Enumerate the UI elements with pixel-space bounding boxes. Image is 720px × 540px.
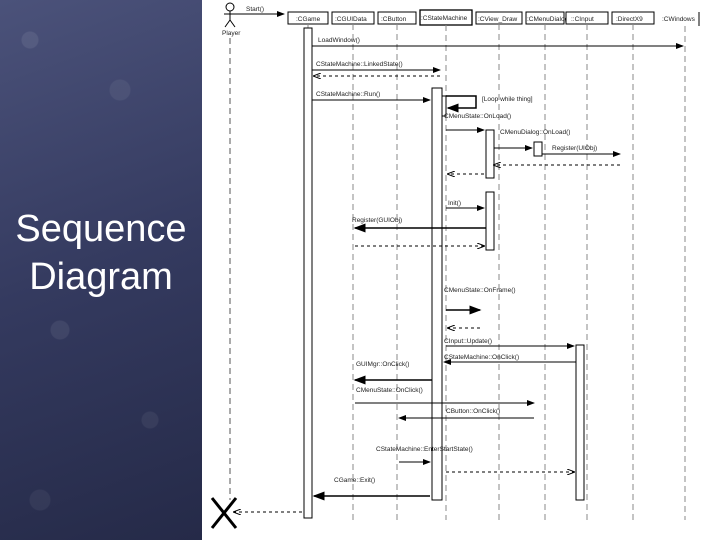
object-boxes: :CGame :CGUIData :CButton :CStateMachine… <box>287 9 700 26</box>
message-cgame-exit-label: CGame::Exit() <box>334 477 375 484</box>
message-onload-label: CMenuState::OnLoad() <box>444 113 511 120</box>
loop-guard-label: [Loop while thing] <box>482 96 533 103</box>
object-label-directx9: :DirectX9 <box>616 16 643 23</box>
actor-label: Player <box>222 30 241 37</box>
object-label-cgame: :CGame <box>296 16 321 23</box>
message-onframe-label: CMenuState::OnFrame() <box>444 287 516 294</box>
messages: LoadWindow() CStateMachine::LinkedState(… <box>234 37 684 512</box>
message-loadwindow-label: LoadWindow() <box>318 37 360 44</box>
actor-leg-right <box>229 19 236 28</box>
object-label-cinput: ::CInput <box>571 16 594 23</box>
slide-title: Sequence Diagram <box>6 205 196 301</box>
actor-leg-left <box>224 19 231 28</box>
object-label-cstatemachine: :CStateMachine <box>421 15 468 22</box>
destruction-x-icon <box>210 497 238 529</box>
message-enterstartstate-label: CStateMachine::EnterStartState() <box>376 446 473 453</box>
slide-title-line-1: Sequence <box>15 208 187 250</box>
object-label-cguidata: :CGUIData <box>335 16 367 23</box>
message-dialog-onload-label: CMenuDialog::OnLoad() <box>500 129 570 136</box>
actor-player: Player <box>222 2 241 37</box>
actor-head <box>225 2 235 12</box>
message-run-label: CStateMachine::Run() <box>316 91 380 98</box>
activation-init <box>485 191 495 251</box>
object-label-cmenudialog: :CMenuDialog <box>527 16 569 23</box>
sequence-diagram: Player Start() :CGame :CGUIData :CButton… <box>210 2 700 529</box>
slide-background-panel: Sequence Diagram <box>0 0 202 540</box>
message-register-uiobj-label: Register(UIObj) <box>552 145 597 152</box>
activation-cgame <box>303 27 313 519</box>
start-message-label: Start() <box>246 6 264 13</box>
activation-cmenustate <box>485 129 495 179</box>
object-label-cwindows: :CWindows <box>662 16 696 23</box>
activation-bars <box>303 27 585 519</box>
loop-self-arrow <box>446 95 477 113</box>
activation-cmenudialog <box>533 141 543 157</box>
object-label-cbutton: :CButton <box>381 16 407 23</box>
object-label-cviewdraw: :CView_Draw <box>478 16 518 23</box>
activation-cstatemachine <box>431 87 443 501</box>
message-init-label: Init() <box>448 200 461 207</box>
message-statemachine-onclick-label: CStateMachine::OnClick() <box>444 354 519 361</box>
message-linkedstate-label: CStateMachine::LinkedState() <box>316 61 403 68</box>
activation-loop <box>441 95 447 117</box>
message-guimgr-onclick-label: GUIMgr::OnClick() <box>356 361 409 368</box>
message-button-onclick-label: CButton::OnClick() <box>446 408 500 415</box>
slide-title-line-2: Diagram <box>29 256 173 298</box>
sequence-diagram-canvas: Player Start() :CGame :CGUIData :CButton… <box>202 0 720 540</box>
activation-cinput <box>575 344 585 501</box>
message-menustate-onclick-label: CMenuState::OnClick() <box>356 387 423 394</box>
message-cinput-update-label: CInput::Update() <box>444 338 492 345</box>
message-register-guiobj-label: Register(GUIObj) <box>352 217 402 224</box>
